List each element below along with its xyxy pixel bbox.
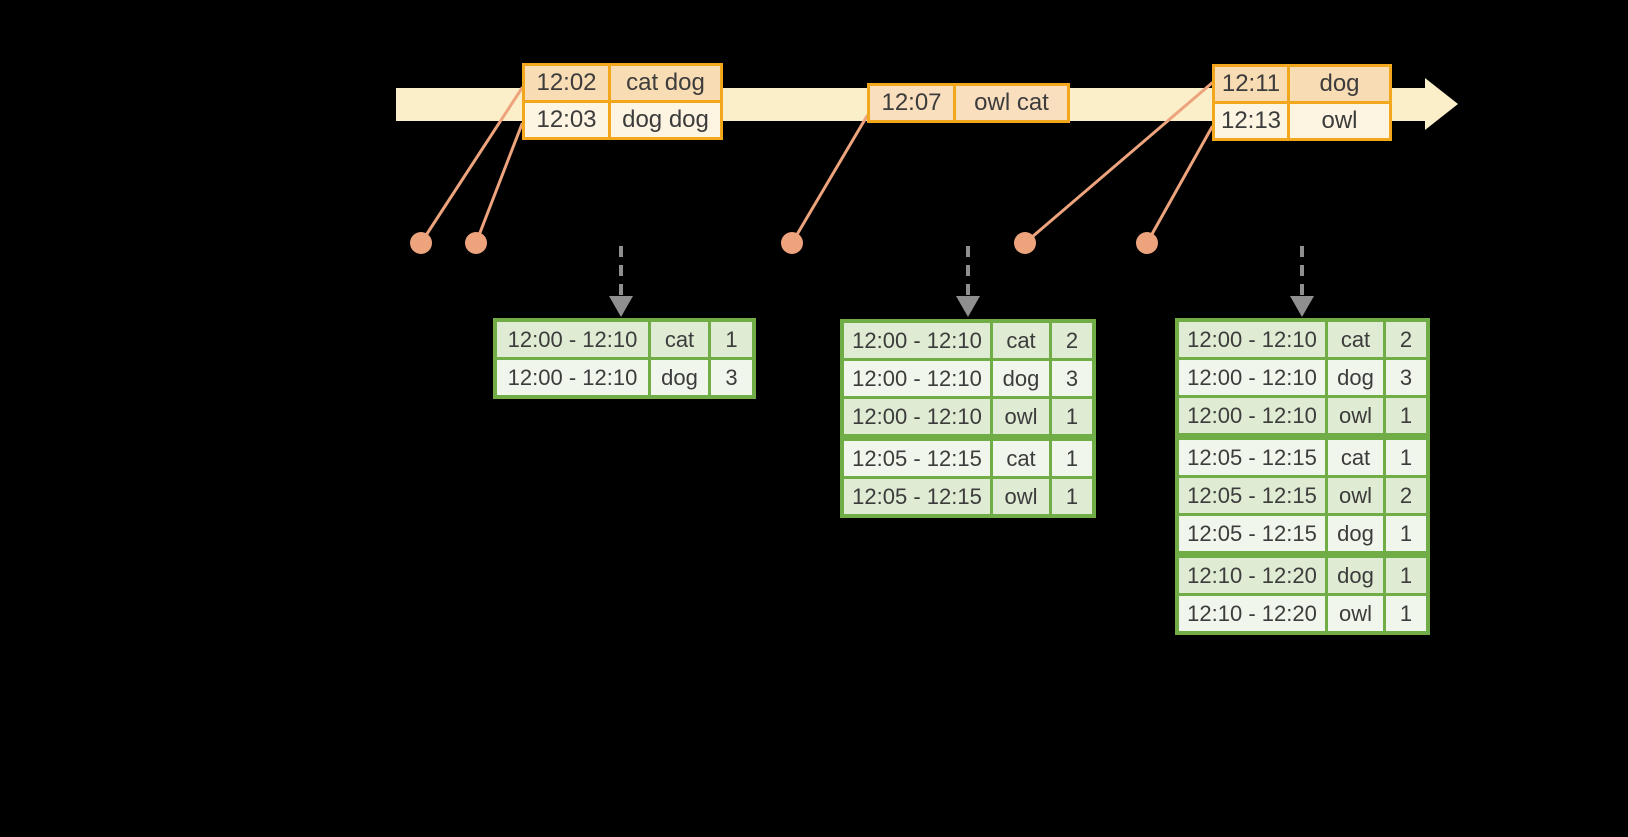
event-row: 12:11 dog xyxy=(1215,67,1389,101)
event-words-cell: cat dog xyxy=(611,66,720,100)
event-words-cell: owl cat xyxy=(956,86,1067,120)
result-table-3: 12:00 - 12:10 cat 2 12:00 - 12:10 dog 3 … xyxy=(1175,318,1430,635)
result-row: 12:00 - 12:10 owl 1 xyxy=(1179,398,1426,433)
result-row: 12:00 - 12:10 cat 1 xyxy=(497,322,752,357)
timeline-arrowhead-icon xyxy=(1425,78,1458,130)
connector-line xyxy=(1023,81,1214,245)
event-row: 12:03 dog dog xyxy=(525,103,720,137)
event-words-cell: dog dog xyxy=(611,103,720,137)
event-time-cell: 12:02 xyxy=(525,66,608,100)
result-row: 12:00 - 12:10 dog 3 xyxy=(844,361,1092,396)
event-time-cell: 12:03 xyxy=(525,103,608,137)
result-row: 12:00 - 12:10 cat 2 xyxy=(1179,322,1426,357)
result-word-cell: owl xyxy=(993,479,1049,514)
result-count-cell: 2 xyxy=(1386,322,1426,357)
event-time-cell: 12:13 xyxy=(1215,104,1287,138)
event-time-cell: 12:07 xyxy=(870,86,953,120)
result-window-cell: 12:05 - 12:15 xyxy=(1179,516,1325,551)
result-count-cell: 3 xyxy=(1386,360,1426,395)
event-table-2: 12:07 owl cat xyxy=(867,83,1070,123)
result-window-cell: 12:00 - 12:10 xyxy=(844,399,990,434)
result-row: 12:05 - 12:15 owl 2 xyxy=(1179,478,1426,513)
result-word-cell: dog xyxy=(1328,558,1383,593)
result-count-cell: 1 xyxy=(1386,596,1426,631)
result-word-cell: owl xyxy=(1328,596,1383,631)
result-word-cell: owl xyxy=(1328,478,1383,513)
event-markers xyxy=(410,232,1158,254)
result-count-cell: 1 xyxy=(711,322,752,357)
result-window-cell: 12:00 - 12:10 xyxy=(1179,360,1325,395)
trigger-arrowhead-icon xyxy=(609,296,633,317)
result-row: 12:00 - 12:10 dog 3 xyxy=(497,360,752,395)
result-window-cell: 12:00 - 12:10 xyxy=(497,360,648,395)
result-row: 12:00 - 12:10 cat 2 xyxy=(844,323,1092,358)
result-window-cell: 12:10 - 12:20 xyxy=(1179,596,1325,631)
result-window-cell: 12:00 - 12:10 xyxy=(844,361,990,396)
event-time-cell: 12:11 xyxy=(1215,67,1287,101)
result-window-cell: 12:10 - 12:20 xyxy=(1179,558,1325,593)
event-marker-dot-icon xyxy=(465,232,487,254)
connector-line xyxy=(1145,125,1214,245)
trigger-arrowhead-icon xyxy=(956,296,980,317)
event-marker-dot-icon xyxy=(410,232,432,254)
result-word-cell: cat xyxy=(1328,440,1383,475)
connector-line xyxy=(419,86,524,245)
result-row: 12:00 - 12:10 owl 1 xyxy=(844,399,1092,434)
result-count-cell: 2 xyxy=(1386,478,1426,513)
result-row: 12:05 - 12:15 owl 1 xyxy=(844,479,1092,514)
result-word-cell: cat xyxy=(651,322,708,357)
result-count-cell: 1 xyxy=(1052,399,1092,434)
result-count-cell: 1 xyxy=(1386,516,1426,551)
result-count-cell: 1 xyxy=(1386,440,1426,475)
result-count-cell: 1 xyxy=(1386,558,1426,593)
event-connector-lines xyxy=(419,81,1214,245)
result-window-cell: 12:05 - 12:15 xyxy=(1179,478,1325,513)
connector-line xyxy=(474,122,524,245)
connector-line xyxy=(790,114,869,245)
result-window-cell: 12:05 - 12:15 xyxy=(844,441,990,476)
result-word-cell: dog xyxy=(1328,516,1383,551)
result-window-cell: 12:00 - 12:10 xyxy=(1179,398,1325,433)
result-count-cell: 1 xyxy=(1052,441,1092,476)
result-count-cell: 3 xyxy=(711,360,752,395)
result-count-cell: 1 xyxy=(1052,479,1092,514)
event-marker-dot-icon xyxy=(781,232,803,254)
event-words-cell: dog xyxy=(1290,67,1389,101)
result-row: 12:05 - 12:15 dog 1 xyxy=(1179,516,1426,551)
result-window-cell: 12:00 - 12:10 xyxy=(1179,322,1325,357)
result-row: 12:10 - 12:20 owl 1 xyxy=(1179,596,1426,631)
result-word-cell: cat xyxy=(1328,322,1383,357)
result-word-cell: cat xyxy=(993,323,1049,358)
result-row: 12:00 - 12:10 dog 3 xyxy=(1179,360,1426,395)
result-word-cell: cat xyxy=(993,441,1049,476)
result-word-cell: dog xyxy=(993,361,1049,396)
result-table-1: 12:00 - 12:10 cat 1 12:00 - 12:10 dog 3 xyxy=(493,318,756,399)
result-table-2: 12:00 - 12:10 cat 2 12:00 - 12:10 dog 3 … xyxy=(840,319,1096,518)
result-window-cell: 12:05 - 12:15 xyxy=(844,479,990,514)
result-window-cell: 12:00 - 12:10 xyxy=(844,323,990,358)
result-count-cell: 3 xyxy=(1052,361,1092,396)
result-word-cell: dog xyxy=(1328,360,1383,395)
event-table-3: 12:11 dog 12:13 owl xyxy=(1212,64,1392,141)
event-words-cell: owl xyxy=(1290,104,1389,138)
event-marker-dot-icon xyxy=(1014,232,1036,254)
event-row: 12:02 cat dog xyxy=(525,66,720,100)
result-row: 12:05 - 12:15 cat 1 xyxy=(844,441,1092,476)
result-word-cell: owl xyxy=(1328,398,1383,433)
result-row: 12:10 - 12:20 dog 1 xyxy=(1179,558,1426,593)
result-count-cell: 1 xyxy=(1386,398,1426,433)
event-row: 12:13 owl xyxy=(1215,104,1389,138)
result-row: 12:05 - 12:15 cat 1 xyxy=(1179,440,1426,475)
result-window-cell: 12:05 - 12:15 xyxy=(1179,440,1325,475)
trigger-arrows xyxy=(609,246,1314,317)
event-marker-dot-icon xyxy=(1136,232,1158,254)
result-word-cell: dog xyxy=(651,360,708,395)
trigger-arrowhead-icon xyxy=(1290,296,1314,317)
event-row: 12:07 owl cat xyxy=(870,86,1067,120)
result-count-cell: 2 xyxy=(1052,323,1092,358)
result-word-cell: owl xyxy=(993,399,1049,434)
result-window-cell: 12:00 - 12:10 xyxy=(497,322,648,357)
event-table-1: 12:02 cat dog 12:03 dog dog xyxy=(522,63,723,140)
